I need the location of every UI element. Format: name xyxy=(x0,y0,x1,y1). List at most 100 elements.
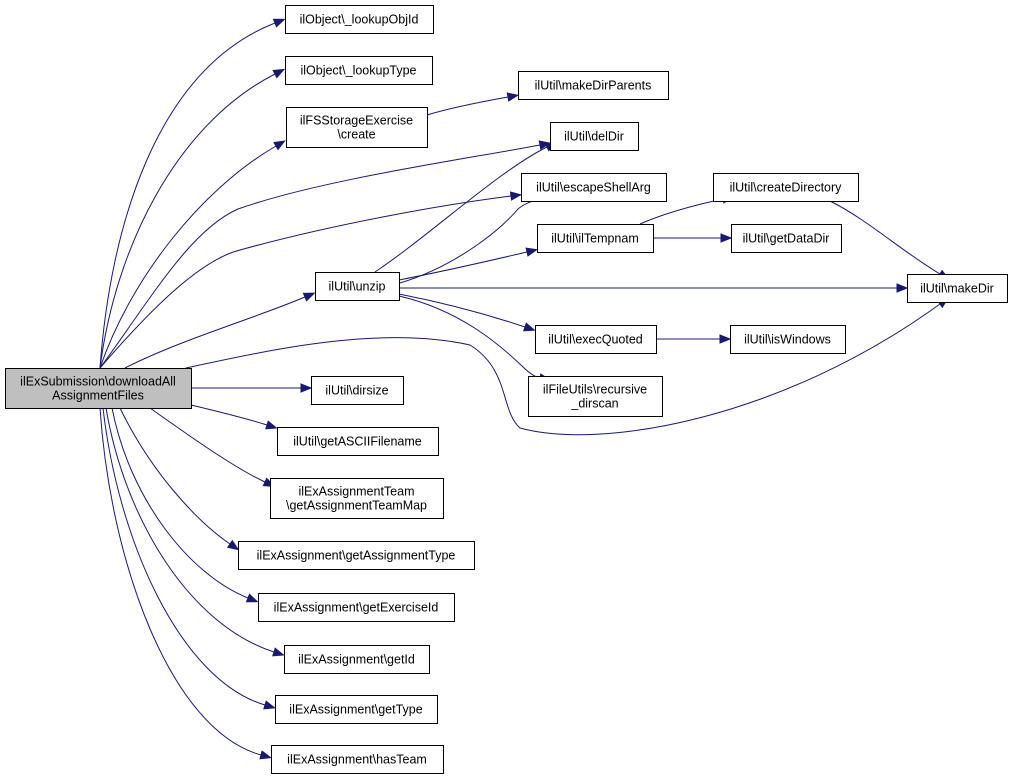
arrowhead-icon xyxy=(272,647,285,657)
edge-root-to-lookupObjId xyxy=(99,18,286,369)
edge-root-to-getExerciseId xyxy=(111,407,259,603)
node-box[interactable] xyxy=(550,122,639,151)
node-label: ilUtil\getDataDir xyxy=(743,232,830,246)
node-label: ilExAssignment\getExerciseId xyxy=(274,601,439,615)
node-label: ilUtil\escapeShellArg xyxy=(536,181,651,195)
arrowhead-icon xyxy=(273,140,286,151)
node-label: ilExAssignmentTeam xyxy=(298,485,414,499)
edge-line xyxy=(398,251,528,281)
node-box[interactable] xyxy=(286,107,428,148)
node-box[interactable] xyxy=(907,274,1008,303)
edge-root-to-dirsize xyxy=(190,383,313,393)
node-box[interactable] xyxy=(238,541,475,570)
edge-line xyxy=(102,407,266,706)
node-escapeShellArg[interactable]: ilUtil\escapeShellArg xyxy=(521,173,667,202)
edge-createDirectory-to-makeDir xyxy=(829,200,950,280)
node-label: ilUtil\createDirectory xyxy=(730,181,843,195)
node-hasTeam[interactable]: ilExAssignment\hasTeam xyxy=(271,745,444,774)
node-getId[interactable]: ilExAssignment\getId xyxy=(284,645,430,674)
node-box[interactable] xyxy=(311,376,404,405)
node-label: ilExAssignment\getType xyxy=(289,703,422,717)
node-box[interactable] xyxy=(521,173,667,202)
edge-line xyxy=(105,407,275,653)
edge-root-to-delDir xyxy=(99,140,552,369)
edge-execQuoted-to-isWindows xyxy=(656,334,732,344)
edge-root-to-fsCreate xyxy=(99,140,286,369)
node-teamMap[interactable]: ilExAssignmentTeam\getAssignmentTeamMap xyxy=(270,478,444,519)
edge-line xyxy=(99,195,512,369)
node-box[interactable] xyxy=(528,376,663,417)
node-box[interactable] xyxy=(537,224,654,253)
edge-root-to-getType xyxy=(102,407,276,710)
node-root[interactable]: ilExSubmission\downloadAllAssignmentFile… xyxy=(5,368,192,409)
node-box[interactable] xyxy=(284,645,430,674)
edge-line xyxy=(639,198,724,225)
node-box[interactable] xyxy=(713,173,859,202)
edge-line xyxy=(111,407,249,599)
node-label: ilUtil\ilTempnam xyxy=(551,232,639,246)
node-lookupType[interactable]: ilObject\_lookupType xyxy=(285,56,433,85)
arrowhead-icon xyxy=(523,322,536,332)
node-createDirectory[interactable]: ilUtil\createDirectory xyxy=(713,173,859,202)
node-box[interactable] xyxy=(285,5,434,34)
node-box[interactable] xyxy=(5,368,192,409)
node-label: ilUtil\dirsize xyxy=(325,384,388,398)
node-box[interactable] xyxy=(731,224,842,253)
edge-line xyxy=(119,407,231,545)
arrowhead-icon xyxy=(300,383,313,393)
node-label: ilUtil\makeDir xyxy=(920,282,994,296)
node-getASCIIFilename[interactable]: ilUtil\getASCIIFilename xyxy=(277,427,439,456)
node-box[interactable] xyxy=(277,427,439,456)
node-getDataDir[interactable]: ilUtil\getDataDir xyxy=(731,224,842,253)
node-isWindows[interactable]: ilUtil\isWindows xyxy=(730,325,846,354)
node-box[interactable] xyxy=(285,56,433,85)
node-makeDir[interactable]: ilUtil\makeDir xyxy=(907,274,1008,303)
node-recursiveDirscan[interactable]: ilFileUtils\recursive_dirscan xyxy=(528,376,663,417)
edge-line xyxy=(190,404,268,426)
node-box[interactable] xyxy=(535,325,657,354)
node-fsCreate[interactable]: ilFSStorageExercise\create xyxy=(286,107,428,148)
edge-line xyxy=(829,200,941,275)
node-lookupObjId[interactable]: ilObject\_lookupObjId xyxy=(285,5,434,34)
node-label: ilExAssignment\hasTeam xyxy=(287,753,427,767)
edge-line xyxy=(99,145,277,369)
node-box[interactable] xyxy=(518,71,669,100)
arrowhead-icon xyxy=(896,283,909,293)
edge-line xyxy=(99,144,541,369)
arrowhead-icon xyxy=(720,233,733,243)
node-getType[interactable]: ilExAssignment\getType xyxy=(275,695,438,724)
node-unzip[interactable]: ilUtil\unzip xyxy=(315,272,400,301)
node-label: \getAssignmentTeamMap xyxy=(286,499,427,513)
arrowhead-icon xyxy=(719,334,732,344)
node-box[interactable] xyxy=(270,478,444,519)
node-dirsize[interactable]: ilUtil\dirsize xyxy=(311,376,404,405)
edge-root-to-getAssignmentType xyxy=(119,407,240,551)
edge-line xyxy=(185,303,941,436)
node-ilTempnam[interactable]: ilUtil\ilTempnam xyxy=(537,224,654,253)
node-label: \create xyxy=(337,128,375,142)
node-makeDirParents[interactable]: ilUtil\makeDirParents xyxy=(518,71,669,100)
edge-ilTempnam-to-getDataDir xyxy=(652,233,733,243)
edge-line xyxy=(99,22,276,369)
arrowhead-icon xyxy=(226,539,240,551)
node-delDir[interactable]: ilUtil\delDir xyxy=(550,122,639,151)
arrowhead-icon xyxy=(245,593,259,603)
arrowhead-icon xyxy=(506,92,520,102)
edge-root-to-unzip xyxy=(124,292,316,369)
node-box[interactable] xyxy=(315,272,400,301)
node-box[interactable] xyxy=(730,325,846,354)
node-box[interactable] xyxy=(271,745,444,774)
node-execQuoted[interactable]: ilUtil\execQuoted xyxy=(535,325,657,354)
node-getExerciseId[interactable]: ilExAssignment\getExerciseId xyxy=(258,593,455,622)
arrowhead-icon xyxy=(525,247,539,257)
node-box[interactable] xyxy=(275,695,438,724)
node-getAssignmentType[interactable]: ilExAssignment\getAssignmentType xyxy=(238,541,475,570)
arrowhead-icon xyxy=(302,292,316,302)
edge-line xyxy=(124,296,306,369)
edge-unzip-to-escapeShellArg xyxy=(399,192,556,284)
node-label: ilFileUtils\recursive xyxy=(543,383,647,397)
edge-line xyxy=(426,96,509,116)
node-label: ilUtil\execQuoted xyxy=(548,333,643,347)
node-box[interactable] xyxy=(258,593,455,622)
edge-unzip-to-ilTempnam xyxy=(398,247,539,281)
